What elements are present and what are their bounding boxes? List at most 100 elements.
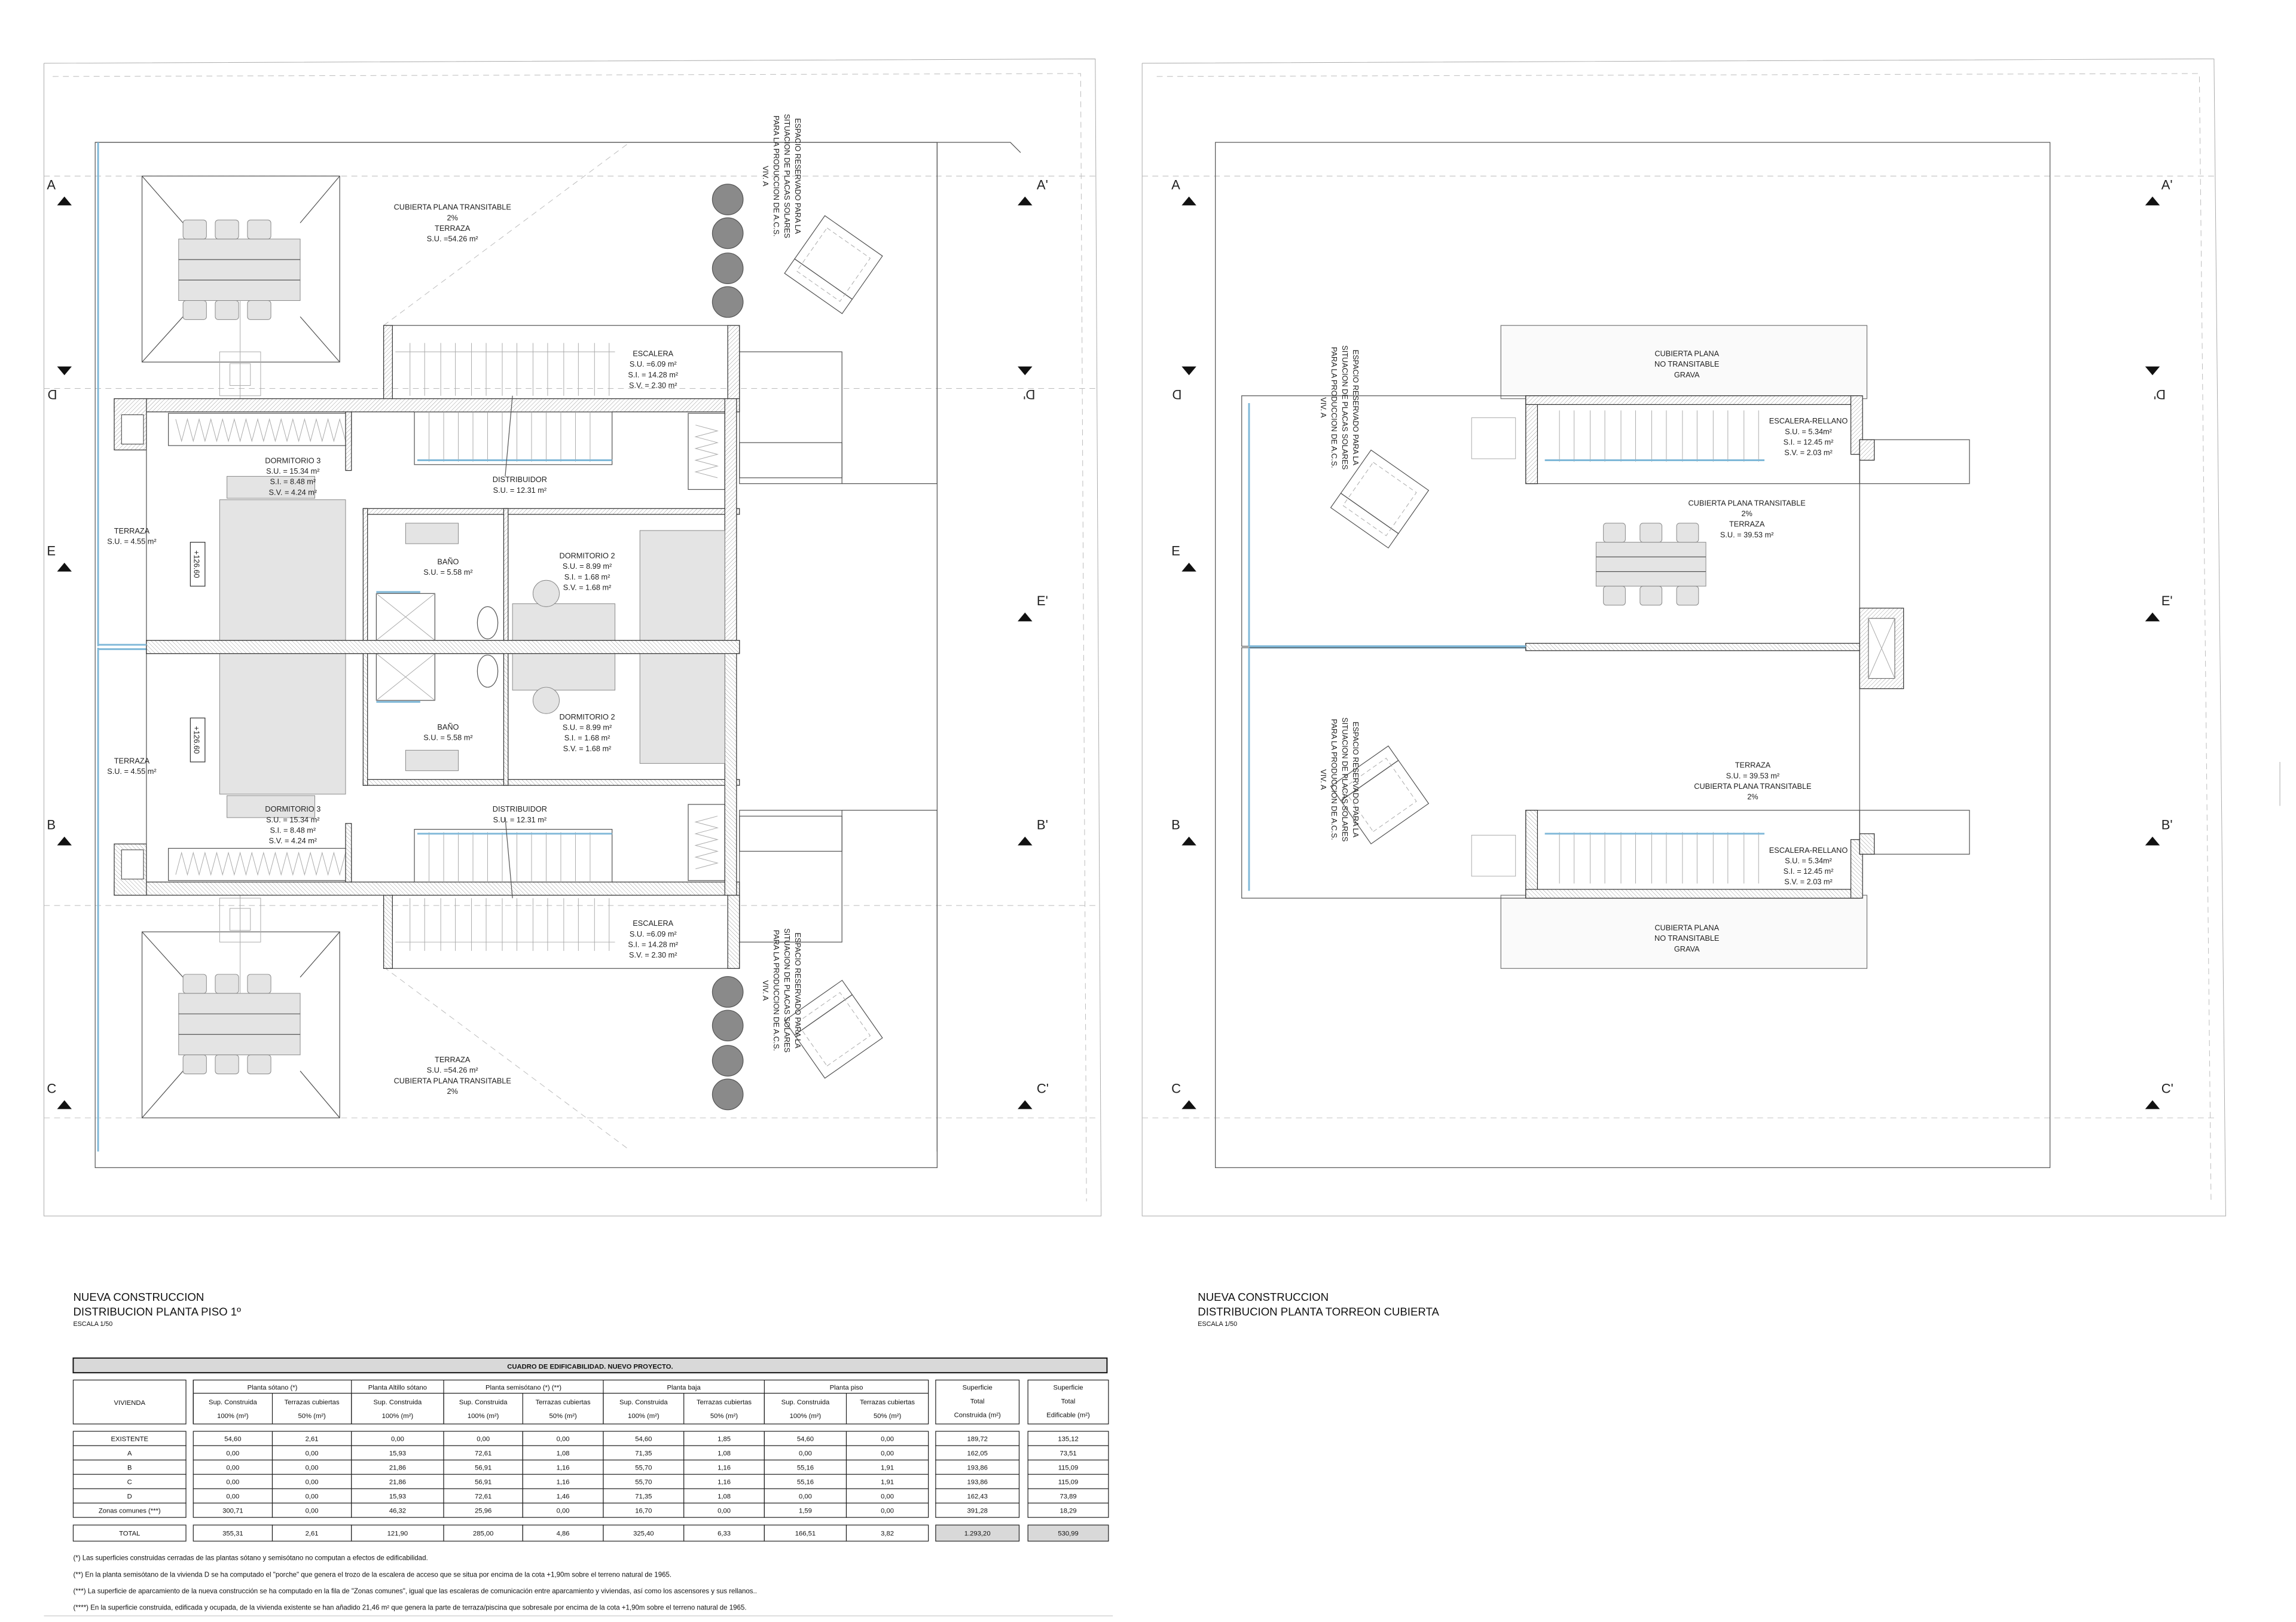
room-label: S.U. = 39.53 m²: [1720, 530, 1773, 539]
section-marker: B': [2145, 818, 2173, 846]
solar-reserve-label: PARA LA PRODUCCION DE A.C.S.: [772, 115, 781, 237]
table-total-cell: 73,51: [1060, 1450, 1076, 1457]
section-marker-label: C': [1037, 1081, 1049, 1096]
room-label: GRAVA: [1674, 944, 1700, 953]
room-label: CUBIERTA PLANA: [1654, 349, 1719, 358]
table-cell: 55,16: [797, 1478, 814, 1486]
table-cell: 55,16: [797, 1464, 814, 1471]
room-label: S.U. = 5.34m²: [1785, 856, 1832, 865]
column-subheader: Terrazas cubiertas: [860, 1399, 915, 1406]
section-arrow-icon: [57, 562, 72, 572]
section-marker-label: D': [1023, 387, 1035, 402]
site-boundary: [1141, 58, 2226, 1216]
buildability-table: CUADRO DE EDIFICABILIDAD. NUEVO PROYECTO…: [72, 1357, 1109, 1542]
room-label: S.U. = 4.55 m²: [107, 767, 156, 776]
table-cell: 1,16: [557, 1478, 570, 1486]
drawing-title: NUEVA CONSTRUCCION: [73, 1291, 204, 1303]
table-cell: 0,00: [881, 1493, 894, 1500]
table-cell: 0,00: [306, 1493, 319, 1500]
column-subheader: Sup. Construida: [781, 1399, 830, 1406]
table-cell: 0,00: [799, 1450, 812, 1457]
room-label: S.I. = 14.28 m²: [628, 370, 678, 379]
section-arrow-icon: [2145, 366, 2160, 376]
outdoor-table: [1595, 542, 1706, 587]
room-label: S.I. = 12.45 m²: [1784, 867, 1834, 876]
room-label: S.I. = 8.48 m²: [270, 477, 316, 486]
room-label: S.I. = 1.68 m²: [564, 572, 610, 581]
room-label: DORMITORIO 2: [560, 712, 615, 721]
section-arrow-icon: [1181, 562, 1196, 572]
column-header-vivienda: VIVIENDA: [114, 1400, 145, 1407]
room-label: S.U. = 15.34 m²: [266, 467, 319, 475]
row-label: B: [127, 1464, 132, 1471]
gravel-roof: [1500, 325, 1868, 400]
room-label: ESCALERA: [633, 919, 673, 928]
column-subheader-unit: 100% (m²): [382, 1413, 414, 1420]
room-label: DORMITORIO 3: [265, 456, 320, 465]
section-marker: E: [47, 544, 72, 572]
room-label: NO TRANSITABLE: [1654, 359, 1719, 368]
section-arrow-icon: [57, 366, 72, 376]
section-marker: E': [2145, 593, 2173, 621]
table-cell: 0,00: [557, 1507, 570, 1514]
table-note: (**) En la planta semisótano de la vivie…: [73, 1571, 671, 1578]
room-label: S.I. = 14.28 m²: [628, 940, 678, 949]
room-label: S.U. = 5.58 m²: [423, 733, 472, 742]
column-subheader-unit: 100% (m²): [217, 1413, 249, 1420]
solar-reserve-label: PARA LA PRODUCCION DE A.C.S.: [772, 930, 781, 1051]
room-label: S.V. = 4.24 m²: [269, 487, 317, 496]
table-cell: 0,00: [391, 1435, 404, 1443]
room-label: S.U. =6.09 m²: [630, 359, 677, 368]
pergola: [141, 175, 340, 363]
table-total-cell: 115,09: [1058, 1464, 1079, 1471]
room-label: S.V. = 1.68 m²: [563, 744, 611, 753]
table-cell: 0,00: [306, 1478, 319, 1486]
table-cell: 1,08: [557, 1450, 570, 1457]
table-cell: 56,91: [475, 1478, 491, 1486]
table-cell: 3,82: [881, 1530, 894, 1538]
section-marker: D': [1018, 366, 1035, 402]
desk: [512, 603, 616, 641]
room-label: S.U. = 15.34 m²: [266, 815, 319, 824]
table-cell: 0,00: [226, 1464, 239, 1471]
room-label: S.I. = 8.48 m²: [270, 825, 316, 834]
room-labels: CUBIERTA PLANA TRANSITABLE2%TERRAZAS.U. …: [107, 114, 802, 1095]
section-marker: C': [2145, 1081, 2173, 1109]
room-label: S.V. = 4.24 m²: [269, 836, 317, 845]
section-marker-label: C: [1171, 1081, 1181, 1096]
table-note: (*) Las superficies construidas cerradas…: [73, 1555, 428, 1562]
table-total-cell: 193,86: [967, 1478, 987, 1486]
room-label: S.U. =54.26 m²: [427, 234, 478, 243]
table-cell: 15,93: [389, 1493, 406, 1500]
solar-reserve-label: ESPACIO RESERVADO PARA LA: [1351, 350, 1360, 466]
section-marker-label: A: [47, 177, 56, 192]
table-cell: 21,86: [389, 1464, 406, 1471]
table-cell: 55,70: [635, 1478, 652, 1486]
table-cell: 0,00: [226, 1478, 239, 1486]
level-tag-text: +126.60: [192, 726, 201, 754]
table-cell: 1,59: [799, 1507, 812, 1514]
table-cell: 54,60: [224, 1435, 241, 1443]
room-label: TERRAZA: [1729, 520, 1765, 529]
total-column-header: Construida (m²): [954, 1412, 1001, 1419]
balcony: [739, 351, 842, 484]
section-arrow-icon: [1181, 1100, 1196, 1109]
column-subheader-unit: 100% (m²): [628, 1413, 660, 1420]
room-label: 2%: [1741, 509, 1752, 518]
solar-panel: [784, 215, 883, 315]
table-cell: 355,31: [222, 1530, 243, 1538]
section-marker: E': [1018, 593, 1048, 621]
table-total-cell: 162,05: [967, 1450, 987, 1457]
section-arrow-icon: [1181, 366, 1196, 376]
section-arrow-icon: [57, 1100, 72, 1109]
row-label: A: [127, 1450, 132, 1457]
planter-trees: [712, 184, 744, 318]
room-label: DISTRIBUIDOR: [493, 804, 547, 813]
table-total-cell: 391,28: [967, 1507, 987, 1514]
upper-dwelling-plan: [97, 142, 938, 654]
room-label: DORMITORIO 2: [560, 551, 615, 560]
room-label: ESCALERA-RELLANO: [1769, 416, 1848, 425]
room-label: 2%: [1747, 792, 1758, 801]
